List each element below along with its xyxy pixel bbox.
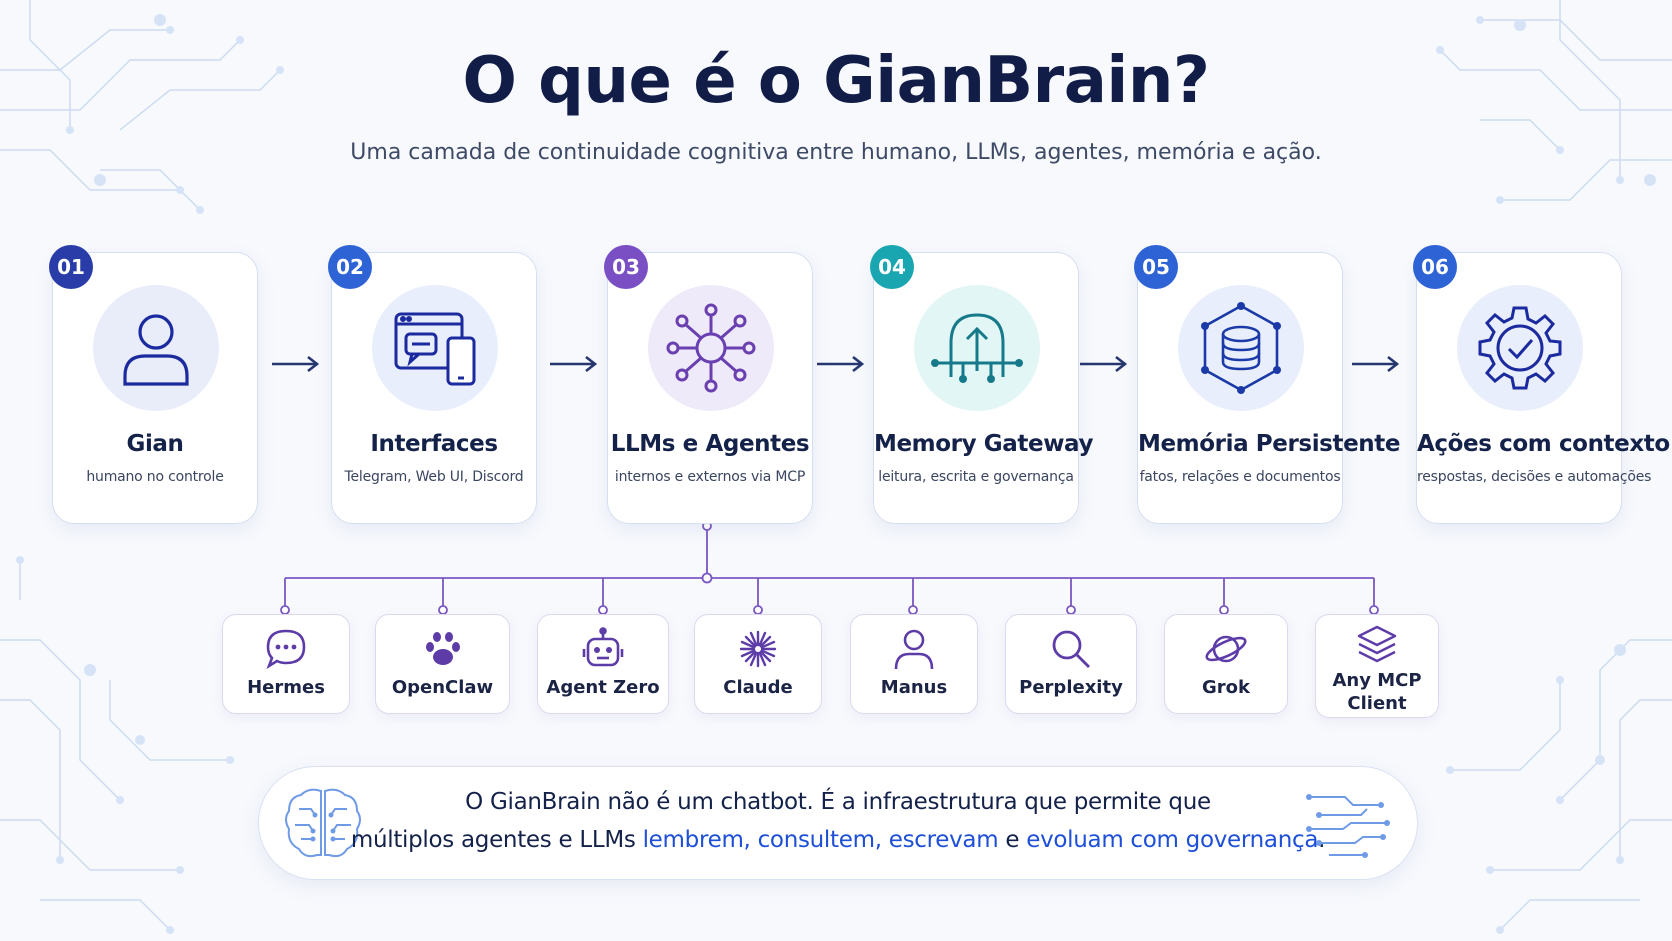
agent-label: Manus [880, 677, 948, 698]
step-title: Ações com contexto [1417, 431, 1670, 457]
banner-verb-escrevam: escrevam [888, 827, 999, 853]
banner-verb-evoluam: evoluam com governança [1026, 827, 1319, 853]
step-card-memoria-persistente: 05 Memória Persistente fatos, relações e… [1134, 245, 1401, 524]
page-subtitle: Uma camada de continuidade cognitiva ent… [350, 140, 1322, 165]
agent-label: Grok [1202, 677, 1250, 698]
agent-label: Hermes [247, 677, 325, 698]
step-subtitle: respostas, decisões e automações [1417, 469, 1652, 485]
magnifier-icon [1052, 630, 1090, 668]
database-icon [1178, 285, 1304, 411]
paw-icon [425, 632, 460, 665]
starburst-icon [739, 630, 777, 668]
robot-icon [582, 627, 624, 667]
step-card-gian: 01 Gian humano no controle [49, 245, 258, 524]
step-number-badge: 05 [1134, 245, 1178, 289]
agent-perplexity[interactable]: Perplexity [1005, 614, 1137, 714]
person-icon [894, 629, 934, 670]
step-card-acoes-com-contexto: 06 Ações com contexto respostas, decisõe… [1413, 245, 1670, 524]
step-subtitle: Telegram, Web UI, Discord [344, 469, 524, 485]
banner-verb-consultem: consultem, [757, 827, 882, 853]
step-title: LLMs e Agentes [610, 431, 810, 457]
agent-label: Claude [723, 677, 793, 698]
brain-circuit-icon [285, 788, 361, 858]
agent-agent-zero[interactable]: Agent Zero [537, 614, 669, 714]
agent-label: Any MCP Client [1332, 670, 1422, 714]
step-number-badge: 03 [604, 245, 648, 289]
arrow-right-icon [1080, 355, 1128, 373]
gear-check-icon [1457, 285, 1583, 411]
arrow-right-icon [272, 355, 320, 373]
step-subtitle: fatos, relações e documentos [1139, 469, 1341, 485]
data-flow-icon [1306, 794, 1390, 858]
person-icon [93, 285, 219, 411]
step-card-interfaces: 02 Interfaces Telegram, Web UI, Discord [328, 245, 537, 524]
devices-icon [372, 285, 498, 411]
step-number-badge: 01 [49, 245, 93, 289]
agent-grok[interactable]: Grok [1164, 614, 1288, 714]
agent-label: Perplexity [1019, 677, 1123, 698]
step-title: Gian [126, 431, 184, 457]
chat-bubble-icon [266, 629, 306, 670]
step-number-badge: 04 [870, 245, 914, 289]
arrow-right-icon [550, 355, 598, 373]
step-card-llms-agentes: 03 LLMs e Agentes internos e externos vi… [604, 245, 813, 524]
agent-manus[interactable]: Manus [850, 614, 978, 714]
banner-text-line1: O GianBrain não é um chatbot. É a infrae… [465, 789, 1211, 815]
step-title: Memory Gateway [874, 431, 1094, 457]
agent-claude[interactable]: Claude [694, 614, 822, 714]
arrow-right-icon [1352, 355, 1400, 373]
step-number-badge: 06 [1413, 245, 1457, 289]
banner-verb-lembrem: lembrem, [642, 827, 751, 853]
agent-label: OpenClaw [391, 677, 494, 698]
planet-icon [1205, 635, 1247, 663]
agent-openclaw[interactable]: OpenClaw [375, 614, 510, 714]
banner-line2-prefix: múltiplos agentes e LLMs [350, 827, 643, 853]
banner-connector: e [1005, 827, 1020, 853]
arrow-right-icon [817, 355, 865, 373]
page-title: O que é o GianBrain? [462, 44, 1210, 118]
summary-banner: O GianBrain não é um chatbot. É a infrae… [258, 766, 1418, 880]
step-subtitle: humano no controle [86, 469, 224, 485]
layers-icon [1357, 625, 1397, 663]
banner-text-line2: múltiplos agentes e LLMs lembrem, consul… [259, 827, 1417, 853]
step-card-memory-gateway: 04 Memory Gateway leitura, escrita e gov… [870, 245, 1094, 524]
agent-any-mcp-client[interactable]: Any MCP Client [1315, 614, 1439, 718]
banner-end: . [1318, 827, 1326, 853]
step-title: Memória Persistente [1138, 431, 1401, 457]
step-title: Interfaces [370, 431, 498, 457]
agent-label: Agent Zero [546, 677, 660, 698]
step-number-badge: 02 [328, 245, 372, 289]
network-hub-icon [648, 285, 774, 411]
gateway-icon [914, 285, 1040, 411]
agent-hermes[interactable]: Hermes [222, 614, 350, 714]
step-subtitle: internos e externos via MCP [614, 469, 806, 485]
step-subtitle: leitura, escrita e governança [878, 469, 1074, 485]
